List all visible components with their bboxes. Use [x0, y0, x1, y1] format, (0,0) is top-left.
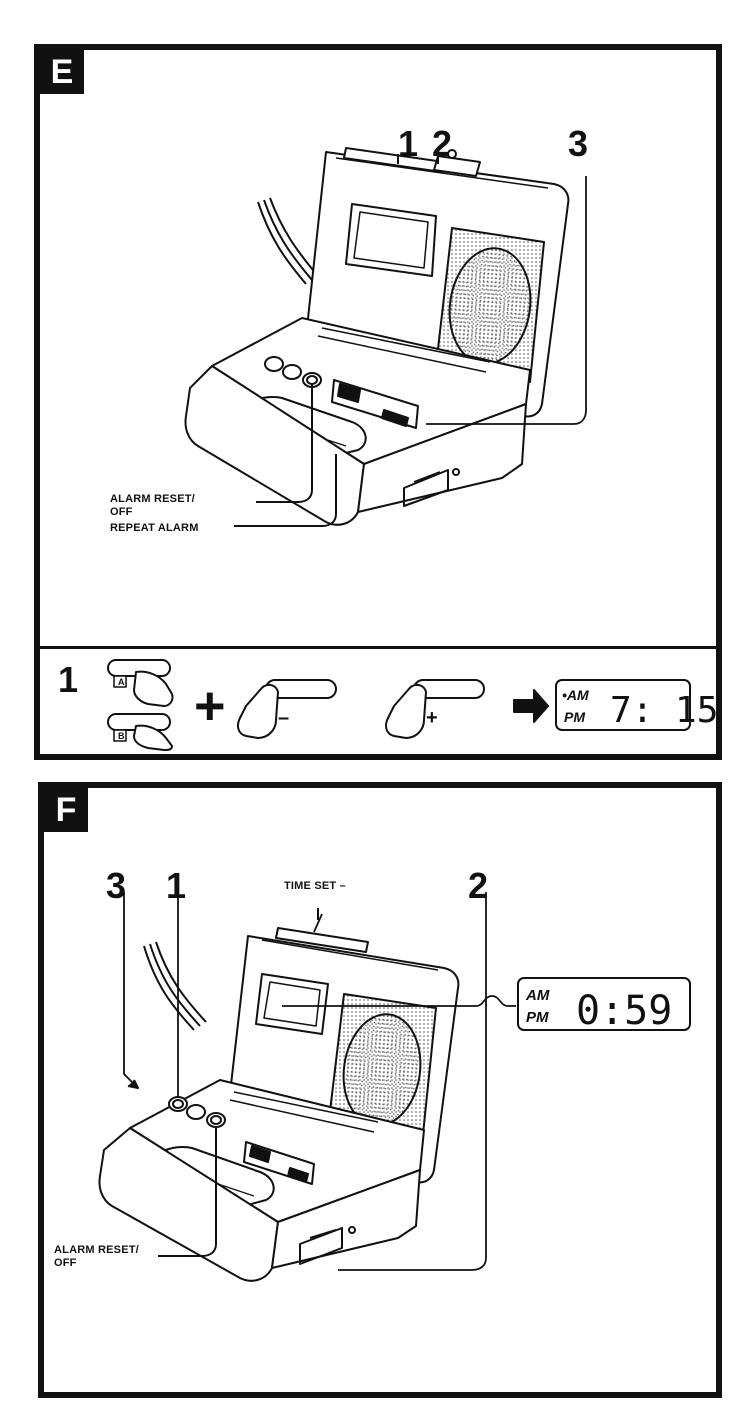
lcd-time-f: 0:59 [576, 988, 672, 1034]
hand-icon [386, 685, 426, 738]
panel-e: E 1 2 3 [34, 44, 722, 760]
lcd-am-f: AM [525, 987, 550, 1004]
step-divider [40, 646, 716, 649]
panel-f: F 3 1 2 TIME SET – [38, 782, 722, 1398]
label-repeat-alarm: REPEAT ALARM [110, 522, 199, 535]
lcd-pm-e: PM [564, 709, 585, 725]
plus-key-label: + [426, 707, 438, 729]
arrow-right-icon [514, 690, 548, 722]
clock-radio-illustration-e [34, 44, 722, 644]
minus-key-label: – [278, 707, 289, 729]
hand-icon [134, 672, 173, 706]
key-b-label: B [118, 731, 125, 741]
lcd-am-e: •AM [562, 687, 589, 703]
key-a-label: A [118, 677, 125, 687]
lcd-pm-f: PM [526, 1009, 549, 1026]
plus-sign: + [194, 676, 226, 736]
label-alarm-reset-off-f: ALARM RESET/ OFF [54, 1244, 139, 1270]
clock-radio-illustration-f: AM PM 0:59 [38, 782, 722, 1382]
hand-icon [238, 685, 278, 738]
step-1-instructions: A B + – + •AM PM 7: 15 [40, 650, 700, 750]
lcd-time-e: 7: 15 [610, 690, 718, 731]
label-alarm-reset-off-e: ALARM RESET/ OFF [110, 493, 195, 519]
